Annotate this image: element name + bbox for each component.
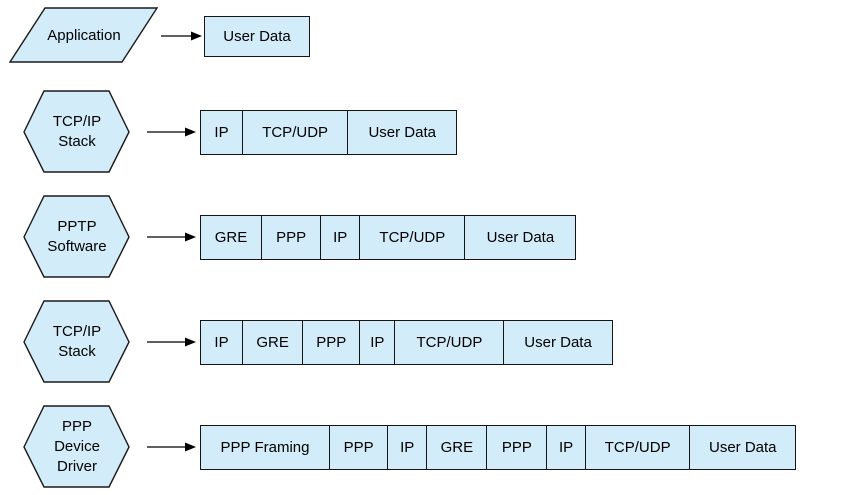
segment-label: TCP/UDP bbox=[604, 438, 671, 456]
packet-segment-ppp: PPP bbox=[260, 214, 322, 260]
packet-segment-user-data: User Data bbox=[689, 424, 797, 470]
packet-segment-ppp: PPP bbox=[328, 424, 389, 470]
segment-label: IP bbox=[400, 438, 415, 456]
packet-segment-ppp: PPP bbox=[486, 424, 548, 470]
packet-segment-gre: GRE bbox=[425, 424, 488, 470]
segment-label: IP bbox=[214, 333, 229, 351]
packet-segment-ip: IP bbox=[358, 319, 396, 365]
hexagon-shape bbox=[23, 90, 130, 173]
packet-segment-tcp-udp: TCP/UDP bbox=[358, 214, 466, 260]
flow-arrow-icon bbox=[147, 232, 196, 242]
packet-segments: IP GRE PPP IP TCP/UDP User Data bbox=[200, 319, 614, 365]
segment-label: IP bbox=[558, 438, 574, 456]
packet-segment-ip: IP bbox=[387, 424, 428, 470]
packet-segment-tcp-udp: TCP/UDP bbox=[241, 109, 349, 155]
segment-label: User Data bbox=[486, 228, 555, 246]
packet-segment-gre: GRE bbox=[200, 214, 262, 260]
segment-label: PPP Framing bbox=[220, 438, 310, 456]
hexagon-shape bbox=[23, 405, 130, 488]
segment-label: PPP bbox=[343, 438, 374, 456]
segment-label: GRE bbox=[440, 438, 474, 456]
segment-label: PPP bbox=[276, 228, 307, 246]
packet-segment-ppp-framing: PPP Framing bbox=[200, 424, 330, 470]
segment-label: TCP/UDP bbox=[416, 333, 483, 351]
packet-segment-user-data: User Data bbox=[464, 214, 577, 260]
flow-arrow-icon bbox=[161, 31, 202, 41]
segment-label: IP bbox=[333, 228, 348, 246]
packet-segment-ppp: PPP bbox=[302, 319, 361, 365]
packet-segments: User Data bbox=[204, 15, 310, 57]
packet-segments: GRE PPP IP TCP/UDP User Data bbox=[200, 214, 577, 260]
segment-label: User Data bbox=[223, 27, 291, 45]
segment-label: GRE bbox=[256, 333, 289, 351]
segment-label: IP bbox=[370, 333, 385, 351]
packet-segment-tcp-udp: TCP/UDP bbox=[584, 424, 691, 470]
flow-arrow-icon bbox=[147, 442, 196, 452]
segment-label: User Data bbox=[368, 123, 436, 141]
packet-segment-user-data: User Data bbox=[204, 15, 310, 57]
segment-label: User Data bbox=[524, 333, 592, 351]
packet-segment-ip: IP bbox=[320, 214, 361, 260]
packet-segments: PPP Framing PPP IP GRE PPP IP TCP/UDP User Data bbox=[200, 424, 797, 470]
packet-segment-user-data: User Data bbox=[347, 109, 458, 155]
packet-segments: IP TCP/UDP User Data bbox=[200, 109, 458, 155]
packet-segment-gre: GRE bbox=[241, 319, 304, 365]
segment-label: PPP bbox=[316, 333, 347, 351]
packet-segment-tcp-udp: TCP/UDP bbox=[394, 319, 505, 365]
segment-label: TCP/UDP bbox=[262, 123, 329, 141]
flow-arrow-icon bbox=[147, 127, 196, 137]
flow-arrow-icon bbox=[147, 337, 196, 347]
hexagon-shape bbox=[23, 300, 130, 383]
packet-segment-ip: IP bbox=[546, 424, 587, 470]
segment-label: User Data bbox=[709, 438, 777, 456]
hexagon-shape bbox=[23, 195, 130, 278]
segment-label: TCP/UDP bbox=[379, 228, 446, 246]
packet-segment-ip: IP bbox=[200, 319, 243, 365]
parallelogram-shape bbox=[9, 7, 159, 63]
segment-label: GRE bbox=[214, 228, 248, 246]
packet-segment-ip: IP bbox=[200, 109, 243, 155]
packet-segment-user-data: User Data bbox=[503, 319, 614, 365]
segment-label: PPP bbox=[501, 438, 532, 456]
segment-label: IP bbox=[214, 123, 229, 141]
